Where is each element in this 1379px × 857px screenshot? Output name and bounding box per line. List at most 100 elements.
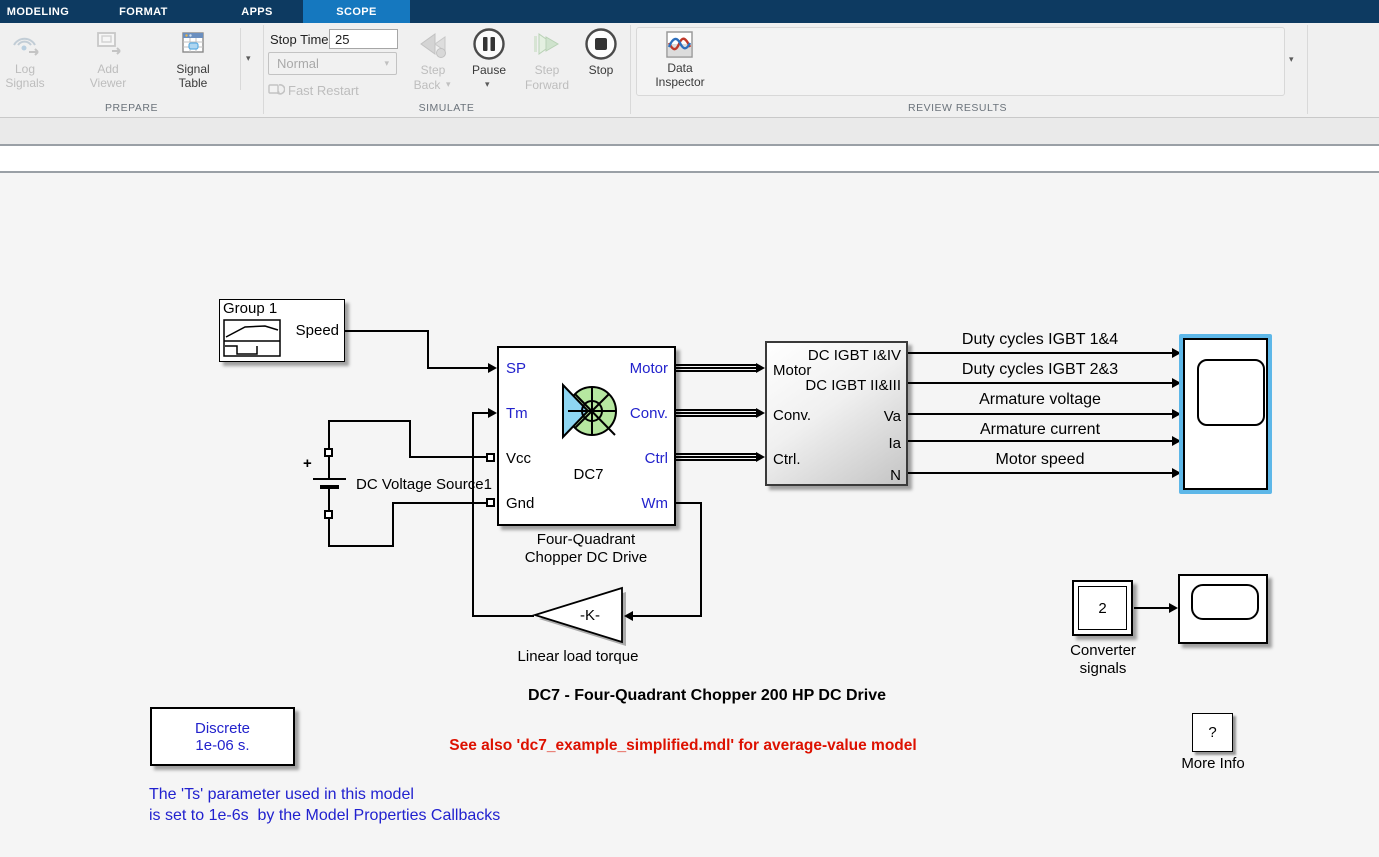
wire-arrowhead	[1172, 348, 1181, 358]
prepare-gallery-divider	[240, 28, 241, 90]
dc7-drive-block[interactable]: SP Tm Vcc Gnd Motor Conv. Ctrl Wm DC7	[497, 346, 676, 526]
tab-scope[interactable]: SCOPE	[303, 0, 410, 23]
pause-label: Pause	[471, 63, 507, 77]
bus-wire	[676, 409, 756, 417]
wire	[392, 502, 394, 547]
scope1-block[interactable]	[1178, 574, 1268, 644]
log-signals-icon	[13, 37, 39, 56]
signal-label: Duty cycles IGBT 2&3	[961, 361, 1119, 378]
bus-wire	[676, 453, 756, 461]
scope-screen-icon	[1197, 359, 1265, 426]
step-back-dropdown-icon: ▾	[446, 79, 451, 89]
wire	[700, 502, 702, 617]
wire-arrowhead	[488, 408, 497, 418]
section-label-simulate: SIMULATE	[418, 102, 475, 114]
wire	[328, 420, 411, 422]
review-results-gallery	[636, 27, 1285, 96]
wire	[328, 420, 330, 450]
scope-selection-highlight	[1179, 334, 1272, 494]
data-inspector-icon	[666, 31, 693, 58]
wire	[345, 330, 429, 332]
selector-port-va: Va	[883, 408, 901, 425]
signal-label: Armature voltage	[979, 391, 1101, 408]
ts-note-line2: is set to 1e-6s by the Model Properties …	[149, 807, 501, 824]
discrete-line2: 1e-06 s.	[195, 736, 250, 754]
wire-arrowhead	[756, 408, 765, 418]
log-signals-label-1: Log	[14, 62, 36, 76]
powergui-discrete-block[interactable]: Discrete 1e-06 s.	[150, 707, 295, 766]
battery-lead	[328, 489, 330, 512]
wire	[908, 472, 1172, 474]
fast-restart-label: Fast Restart	[288, 83, 359, 98]
stop-time-input[interactable]	[329, 29, 398, 49]
battery-plate-long	[313, 478, 346, 480]
prepare-gallery-dropdown[interactable]: ▾	[246, 53, 251, 63]
add-viewer-icon	[97, 32, 121, 55]
step-forward-label-1: Step	[534, 63, 560, 77]
model-title-annotation: DC7 - Four-Quadrant Chopper 200 HP DC Dr…	[528, 687, 886, 704]
tab-format[interactable]: FORMAT	[119, 5, 168, 18]
selector-port-ia: Ia	[888, 435, 901, 452]
wire-arrowhead	[1172, 436, 1181, 446]
signal-builder-output-label: Speed	[295, 322, 339, 339]
wire	[1134, 607, 1170, 609]
more-info-block[interactable]: ?	[1192, 713, 1233, 752]
dc-source-label: DC Voltage Source1	[356, 476, 492, 493]
dc7-port-motor: Motor	[629, 360, 668, 377]
dc7-caption-line1: Four-Quadrant	[536, 531, 636, 548]
wire	[472, 615, 534, 617]
step-back-label-2: Back	[413, 78, 441, 92]
gallery-expand-dropdown[interactable]: ▾	[1289, 54, 1294, 64]
step-forward-label-2: Forward	[524, 78, 569, 92]
data-inspector-label-2: Inspector	[655, 75, 705, 89]
scope-block[interactable]	[1183, 338, 1268, 490]
sim-mode-combo[interactable]: Normal ▾	[268, 52, 397, 75]
wire	[409, 420, 411, 458]
signal-table-label-1: Signal	[176, 62, 210, 76]
toolstrip-ribbon: Log Signals Add Viewer Signal Table ▾ PR…	[0, 23, 1379, 118]
question-mark-icon: ?	[1208, 724, 1217, 741]
tab-modeling[interactable]: MODELING	[6, 5, 70, 18]
signal-label: Armature current	[979, 421, 1101, 438]
signal-table-label-2: Table	[178, 76, 208, 90]
wire-arrowhead	[488, 363, 497, 373]
selector-port-igbt14: DC IGBT I&IV	[807, 347, 901, 364]
step-forward-icon	[534, 33, 559, 55]
scope1-screen-icon	[1191, 584, 1259, 620]
signal-label: Motor speed	[995, 451, 1085, 468]
pause-dropdown-icon[interactable]: ▾	[485, 79, 490, 89]
dc7-port-gnd: Gnd	[506, 495, 535, 512]
converter-signals-block[interactable]: 2	[1072, 580, 1133, 636]
more-info-caption: More Info	[1181, 755, 1245, 772]
dc-drive-motor-icon	[562, 382, 617, 440]
selector-port-conv: Conv.	[773, 407, 812, 424]
dc7-port-conv: Conv.	[629, 405, 668, 422]
add-viewer-label-1: Add	[97, 62, 119, 76]
gain-block[interactable]: -K-	[528, 584, 632, 650]
signal-builder-title: Group 1	[223, 300, 278, 317]
wire-arrowhead	[1172, 468, 1181, 478]
wire-arrowhead	[1172, 409, 1181, 419]
pause-icon	[473, 28, 505, 60]
wire	[908, 440, 1172, 442]
signal-builder-block[interactable]: Group 1 Speed	[219, 299, 345, 362]
wire	[908, 382, 1172, 384]
wire-arrowhead	[756, 363, 765, 373]
wire-arrowhead	[1172, 378, 1181, 388]
converter-caption-line1: Converter	[1070, 642, 1136, 659]
signal-selector-block[interactable]: Motor Conv. Ctrl. DC IGBT I&IV DC IGBT I…	[765, 341, 908, 486]
stop-time-label: Stop Time	[270, 32, 329, 47]
battery-plate-short	[320, 485, 339, 489]
gnd-port-connector	[486, 498, 495, 507]
gain-caption: Linear load torque	[517, 648, 639, 665]
dc7-port-vcc: Vcc	[506, 450, 532, 467]
signal-label: Duty cycles IGBT 1&4	[961, 331, 1119, 348]
wire	[472, 412, 474, 617]
add-viewer-label-2: Viewer	[89, 76, 127, 90]
tab-apps[interactable]: APPS	[241, 5, 273, 18]
wire	[908, 413, 1172, 415]
dc7-name: DC7	[573, 466, 604, 483]
wire	[472, 412, 488, 414]
wire	[409, 456, 488, 458]
dc-source-plus-sign: +	[303, 455, 312, 472]
